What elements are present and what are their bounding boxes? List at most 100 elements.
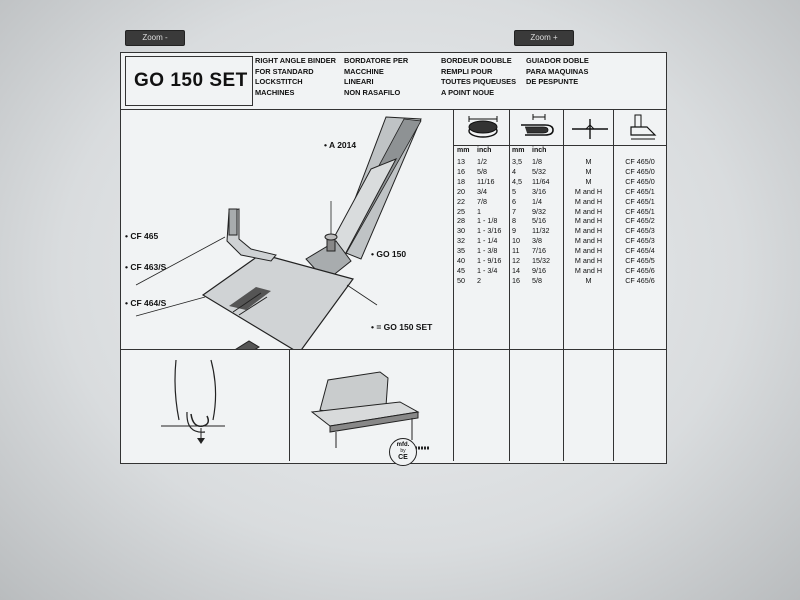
zoom-out-button[interactable]: Zoom - xyxy=(125,30,185,46)
table-cell: M and H xyxy=(574,226,603,236)
header-italian: BORDATORE PER MACCHINE LINEARI NON RASAF… xyxy=(344,56,442,98)
divider xyxy=(563,109,564,461)
table-cell: 5/16 xyxy=(532,216,546,226)
table-cell: 5 xyxy=(512,186,516,196)
table-cell: CF 465/1 xyxy=(625,186,655,196)
table-cell: 9/16 xyxy=(532,265,546,275)
folded-tape-icon xyxy=(521,114,554,136)
catalog-sheet: GO 150 SET RIGHT ANGLE BINDER FOR STANDA… xyxy=(120,52,667,466)
table-cell: M xyxy=(585,275,592,285)
table-cell: M and H xyxy=(574,196,603,206)
table-cell: 6 xyxy=(512,196,516,206)
logo-by: by xyxy=(400,448,406,454)
table-cell: 3/8 xyxy=(532,236,542,246)
divider xyxy=(453,109,454,461)
divider xyxy=(509,109,510,461)
table-cell: 1 - 3/4 xyxy=(477,265,498,275)
table-cell: 15/32 xyxy=(532,256,550,266)
logo-ce: CE xyxy=(398,454,408,461)
table-cell: 1 - 3/16 xyxy=(477,226,502,236)
header-text: BORDEUR DOUBLE xyxy=(441,56,512,65)
model-box: GO 150 SET xyxy=(125,56,253,106)
divider xyxy=(613,109,614,461)
header-text: NON RASAFILO xyxy=(344,87,401,97)
table-cell: 35 xyxy=(457,246,465,256)
sewing-machine-illustration xyxy=(310,371,430,450)
table-cell: CF 465/6 xyxy=(625,275,655,285)
header-text: GUIADOR DOBLE xyxy=(526,56,589,65)
col-head-inch: inch xyxy=(532,147,547,154)
table-cell: 3/16 xyxy=(532,186,546,196)
header-text: LOCKSTITCH xyxy=(255,77,303,86)
header-text: FOR STANDARD xyxy=(255,66,314,76)
model-title: GO 150 SET xyxy=(134,70,248,91)
header-english: RIGHT ANGLE BINDER FOR STANDARD LOCKSTIT… xyxy=(255,56,353,98)
table-cell: 12 xyxy=(512,256,520,266)
header-text: REMPLI POUR xyxy=(441,66,493,76)
sheet-header: GO 150 SET RIGHT ANGLE BINDER FOR STANDA… xyxy=(121,53,666,110)
table-cell: 1/2 xyxy=(477,157,487,166)
table-cell: 2 xyxy=(477,275,481,285)
table-cell: 40 xyxy=(457,256,465,266)
header-text: MACCHINE xyxy=(344,66,384,76)
table-cell: 3/4 xyxy=(477,186,487,196)
table-cell: 1/8 xyxy=(532,157,542,166)
table-cell: M and H xyxy=(574,236,603,246)
divider xyxy=(289,349,290,461)
table-cell: CF 465/3 xyxy=(625,236,655,246)
table-cell: 45 xyxy=(457,265,465,275)
header-spanish: GUIADOR DOBLE PARA MAQUINAS DE PESPUNTE xyxy=(526,56,624,88)
table-cell: 20 xyxy=(457,186,465,196)
stitch-type-icon xyxy=(572,119,608,139)
part-label-cf463s: • CF 463/S xyxy=(125,262,167,272)
col-head-inch: inch xyxy=(477,147,492,154)
set-note: • = GO 150 SET xyxy=(371,322,433,332)
part-label-a2014: • A 2014 xyxy=(324,140,357,150)
table-cell: M and H xyxy=(574,256,603,266)
table-cell: 14 xyxy=(512,265,520,275)
table-cell: 28 xyxy=(457,216,465,226)
header-text: BORDATORE PER xyxy=(344,56,409,65)
table-cell: 1 - 1/8 xyxy=(477,216,498,226)
table-cell: M and H xyxy=(574,206,603,216)
table-cell: 4 xyxy=(512,166,516,176)
table-cell: 7/8 xyxy=(477,196,487,206)
header-text: DE PESPUNTE xyxy=(526,77,579,86)
table-cell: 8 xyxy=(512,216,516,226)
divider xyxy=(453,145,666,146)
table-cell: CF 465/0 xyxy=(625,176,655,186)
table-cell: CF 465/6 xyxy=(625,265,655,275)
table-cell: CF 465/4 xyxy=(625,246,655,256)
table-cell: 5/8 xyxy=(477,166,487,176)
header-text: RIGHT ANGLE BINDER xyxy=(255,56,337,65)
table-cell: M and H xyxy=(574,246,603,256)
table-cell: 30 xyxy=(457,226,465,236)
table-cell: 1/4 xyxy=(532,196,542,206)
table-cell: 16 xyxy=(512,275,520,285)
table-cell: 18 xyxy=(457,176,465,186)
table-cell: CF 465/3 xyxy=(625,226,655,236)
zoom-in-button[interactable]: Zoom + xyxy=(514,30,574,46)
table-cell: 25 xyxy=(457,206,465,216)
table-cell: 22 xyxy=(457,196,465,206)
table-cell: 11/16 xyxy=(477,176,495,186)
table-cell: M xyxy=(585,176,592,186)
header-text: PARA MAQUINAS xyxy=(526,66,589,76)
part-label-cf465: • CF 465 xyxy=(125,231,159,241)
table-cell: 16 xyxy=(457,166,465,176)
table-cell: 7/16 xyxy=(532,246,546,256)
table-cell: CF 465/2 xyxy=(625,216,655,226)
presser-foot-icon xyxy=(630,114,657,140)
tape-width-icon xyxy=(468,116,498,138)
table-cell: 9/32 xyxy=(532,206,546,216)
table-cell: 32 xyxy=(457,236,465,246)
table-cell: 4,5 xyxy=(512,176,522,186)
binding-fold-illustration xyxy=(161,359,225,444)
part-label-go150: • GO 150 xyxy=(371,249,407,259)
table-cell: 13 xyxy=(457,157,465,166)
